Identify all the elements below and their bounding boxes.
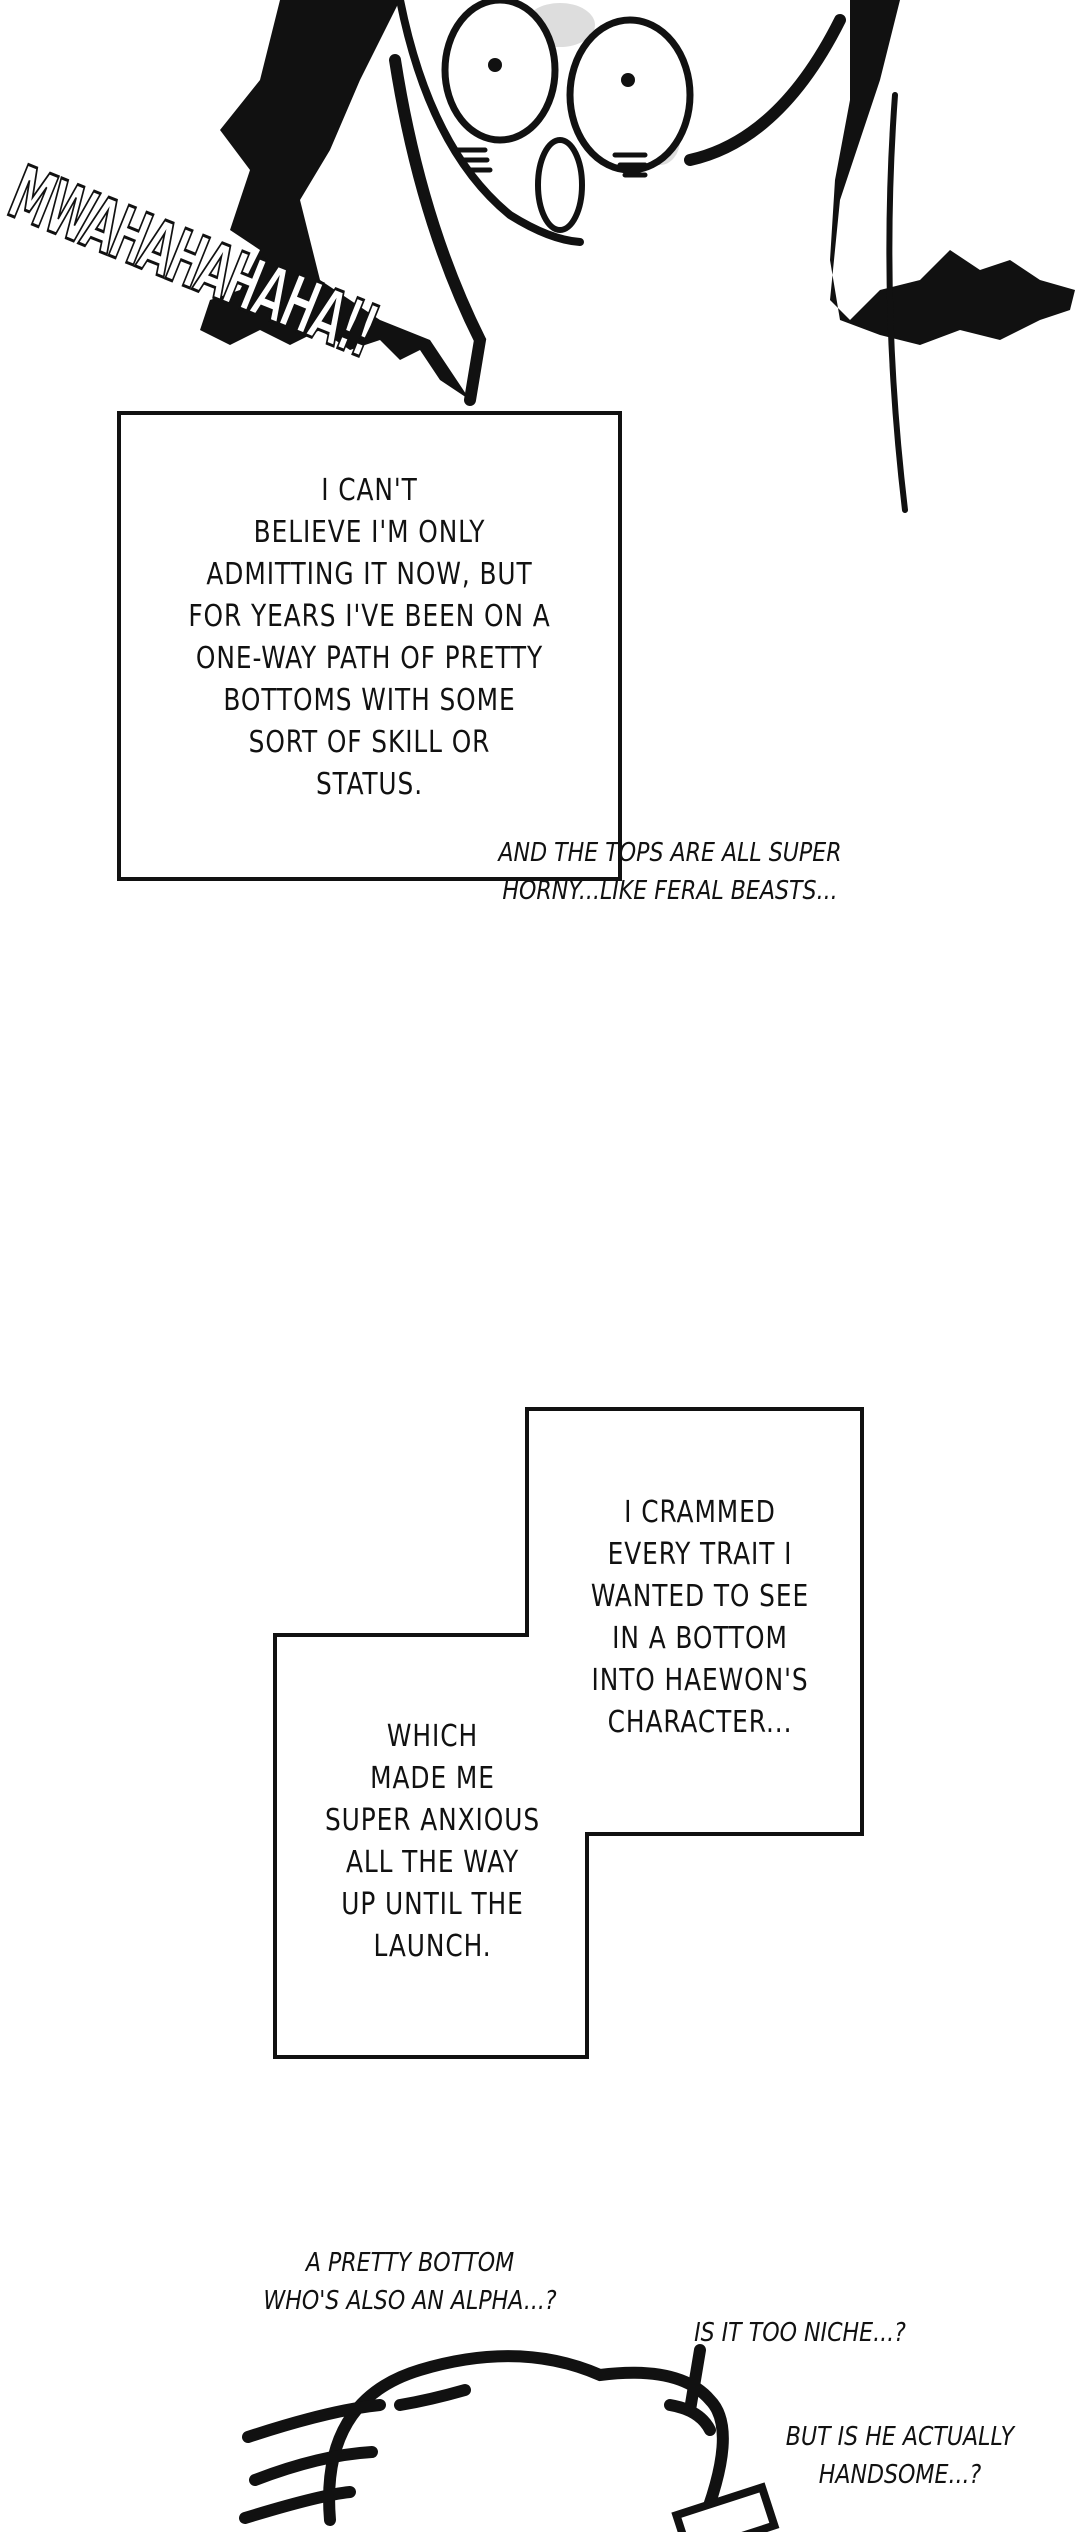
- mouth: [535, 137, 585, 233]
- narration-text-2-upper: I CRAMMED EVERY TRAIT I WANTED TO SEE IN…: [590, 1495, 810, 1740]
- narration-box-1: [117, 411, 622, 881]
- left-eye: [441, 0, 559, 144]
- thought-text-3: BUT IS HE ACTUALLY HANDSOME...?: [785, 2422, 1015, 2490]
- narration-text-2-lower: WHICH MADE ME SUPER ANXIOUS ALL THE WAY …: [324, 1719, 541, 1964]
- creature-illustration: [200, 0, 1075, 513]
- right-eye: [566, 16, 694, 174]
- aside-text-tops: AND THE TOPS ARE ALL SUPER HORNY...LIKE …: [498, 838, 842, 906]
- narration-box-2: [273, 1407, 864, 2059]
- thought-text-2: IS IT TOO NICHE...?: [694, 2318, 906, 2348]
- right-wing: [830, 0, 1075, 345]
- narration-text-1: I CAN'T BELIEVE I'M ONLY ADMITTING IT NO…: [188, 473, 551, 802]
- fist-illustration: [239, 2344, 780, 2532]
- thought-text-1: A PRETTY BOTTOM WHO'S ALSO AN ALPHA...?: [263, 2248, 557, 2316]
- left-wing: [200, 0, 470, 400]
